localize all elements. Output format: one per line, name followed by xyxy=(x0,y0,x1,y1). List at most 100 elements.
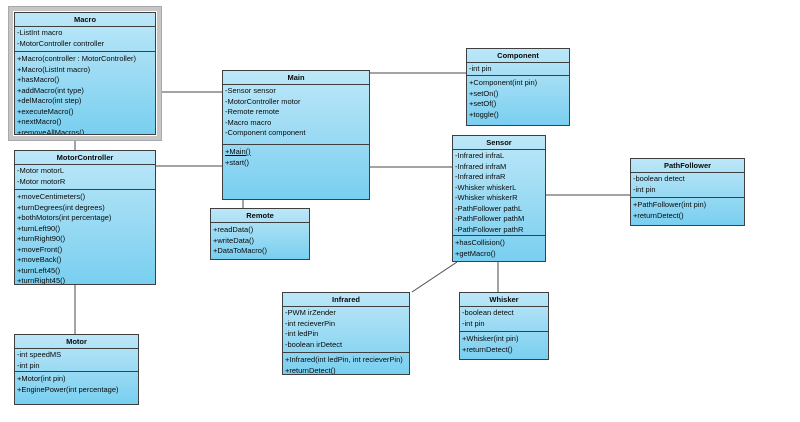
class-box-remote[interactable]: Remote+readData()+writeData()+DataToMacr… xyxy=(210,208,310,260)
class-attribute: -boolean detect xyxy=(462,308,514,317)
class-title: MotorController xyxy=(15,151,155,165)
class-method: +executeMacro() xyxy=(17,106,74,116)
class-method: +returnDetect() xyxy=(285,365,336,375)
class-box-macro[interactable]: Macro-ListInt macro-MotorController cont… xyxy=(14,12,156,135)
class-attribute: -Infrared infraM xyxy=(455,161,507,171)
class-method: +Component(int pin) xyxy=(469,78,538,87)
class-attribute: -int pin xyxy=(633,184,656,194)
class-method: +removeAllMacros() xyxy=(17,127,85,135)
class-title: Macro xyxy=(15,13,155,27)
class-attribute: -ListInt macro xyxy=(17,28,63,37)
class-method: +addMacro(int type) xyxy=(17,85,84,95)
class-title: Main xyxy=(223,71,369,85)
class-attribute: -int recieverPin xyxy=(285,318,336,328)
selection-frame-macro[interactable] xyxy=(8,6,162,141)
class-attribute: -PathFollower pathL xyxy=(455,203,523,213)
class-title: Whisker xyxy=(460,293,548,307)
class-title: Sensor xyxy=(453,136,545,150)
class-methods: +Motor(int pin)+EnginePower(int percenta… xyxy=(15,372,138,404)
class-attributes: -Sensor sensor-MotorController motor-Rem… xyxy=(223,85,369,145)
class-method: +turnLeft90() xyxy=(17,223,61,233)
class-attribute: -Whisker whiskerL xyxy=(455,182,517,192)
class-method: +turnRight45() xyxy=(17,276,66,284)
class-method: +returnDetect() xyxy=(633,210,684,220)
class-title: Component xyxy=(467,49,569,63)
class-title: Remote xyxy=(211,209,309,223)
class-methods: +readData()+writeData()+DataToMacro() xyxy=(211,223,309,259)
class-methods: +Whisker(int pin)+returnDetect() xyxy=(460,332,548,359)
class-method: +Macro(ListInt macro) xyxy=(17,64,91,74)
class-method: +nextMacro() xyxy=(17,117,62,126)
class-method: +turnLeft45() xyxy=(17,265,61,275)
class-attribute: -boolean detect xyxy=(633,174,685,183)
class-method: +EnginePower(int percentage) xyxy=(17,384,119,394)
class-methods: +hasCollision()+getMacro() xyxy=(453,236,545,261)
class-attribute: -boolean irDetect xyxy=(285,339,343,349)
class-box-pathfollower[interactable]: PathFollower-boolean detect-int pin +Path… xyxy=(630,158,745,226)
class-method: +turnRight90() xyxy=(17,234,66,243)
class-attribute: -PWM irZender xyxy=(285,308,336,317)
class-method: +Motor(int pin) xyxy=(17,374,66,383)
class-method: +hasMacro() xyxy=(17,75,60,84)
class-methods: +Infrared(int ledPin, int recieverPin)+r… xyxy=(283,353,409,374)
class-methods: +moveCentimeters()+turnDegrees(int degre… xyxy=(15,190,155,284)
connector-sensor-infrared[interactable] xyxy=(411,261,458,293)
class-method: +start() xyxy=(225,157,249,167)
class-method: +moveBack() xyxy=(17,255,62,264)
class-methods: +Main()+start() xyxy=(223,145,369,199)
class-method: +setOf() xyxy=(469,99,497,108)
class-box-whisker[interactable]: Whisker-boolean detect-int pin +Whisker(i… xyxy=(459,292,549,360)
class-box-infrared[interactable]: Infrared-PWM irZender-int recieverPin-in… xyxy=(282,292,410,375)
class-method: +Infrared(int ledPin, int recieverPin) xyxy=(285,355,403,364)
class-attribute: -Infrared infraR xyxy=(455,172,506,181)
class-attributes: -PWM irZender-int recieverPin-int ledPin… xyxy=(283,307,409,353)
class-attribute: -MotorController controller xyxy=(17,38,105,48)
class-attribute: -MotorController motor xyxy=(225,96,301,106)
class-method: +hasCollision() xyxy=(455,238,505,247)
class-method: +moveFront() xyxy=(17,244,63,254)
class-method: +turnDegrees(int degrees) xyxy=(17,202,105,212)
class-method: +delMacro(int step) xyxy=(17,96,82,105)
class-title: PathFollower xyxy=(631,159,744,173)
class-method: +setOn() xyxy=(469,88,499,98)
class-attribute: -int ledPin xyxy=(285,329,319,338)
class-method: +Main() xyxy=(225,147,251,156)
class-box-motor[interactable]: Motor-int speedMS-int pin+Motor(int pin)… xyxy=(14,334,139,405)
class-box-main[interactable]: Main-Sensor sensor-MotorController motor… xyxy=(222,70,370,200)
class-method: +returnDetect() xyxy=(462,344,513,354)
class-attributes: -int pin xyxy=(467,63,569,76)
class-method: +moveCentimeters() xyxy=(17,192,86,201)
class-method: +DataToMacro() xyxy=(213,246,267,255)
class-attributes: -boolean detect-int pin xyxy=(631,173,744,198)
class-attributes: -Infrared infraL-Infrared infraM-Infrare… xyxy=(453,150,545,236)
class-title: Infrared xyxy=(283,293,409,307)
class-method: +Macro(controller : MotorController) xyxy=(17,54,136,63)
class-attribute: -Whisker whiskerR xyxy=(455,193,518,202)
class-method: +PathFollower(int pin) xyxy=(633,200,707,209)
class-method: +getMacro() xyxy=(455,248,496,258)
class-methods: +Component(int pin)+setOn()+setOf()+togg… xyxy=(467,76,569,125)
class-attributes: -ListInt macro-MotorController controlle… xyxy=(15,27,155,52)
class-box-motorcontroller[interactable]: MotorController-Motor motorL-Motor motor… xyxy=(14,150,156,285)
class-attribute: -Sensor sensor xyxy=(225,86,276,95)
class-attribute: -int pin xyxy=(462,318,485,328)
class-method: +writeData() xyxy=(213,235,255,245)
class-title: Motor xyxy=(15,335,138,349)
class-attribute: -Motor motorR xyxy=(17,176,66,186)
class-method: +bothMotors(int percentage) xyxy=(17,213,112,222)
class-attribute: -PathFollower pathM xyxy=(455,214,525,223)
class-box-component[interactable]: Component-int pin+Component(int pin)+set… xyxy=(466,48,570,126)
class-box-sensor[interactable]: Sensor-Infrared infraL-Infrared infraM-I… xyxy=(452,135,546,262)
class-attributes: -int speedMS-int pin xyxy=(15,349,138,372)
class-attribute: -int pin xyxy=(17,360,40,370)
class-attribute: -Infrared infraL xyxy=(455,151,505,160)
class-attribute: -Motor motorL xyxy=(17,166,65,175)
class-attributes: -Motor motorL-Motor motorR xyxy=(15,165,155,190)
class-method: +toggle() xyxy=(469,109,499,119)
class-attribute: -Remote remote xyxy=(225,107,280,116)
class-attribute: -PathFollower pathR xyxy=(455,224,524,234)
class-attribute: -int pin xyxy=(469,64,492,73)
class-attribute: -Component component xyxy=(225,128,306,137)
